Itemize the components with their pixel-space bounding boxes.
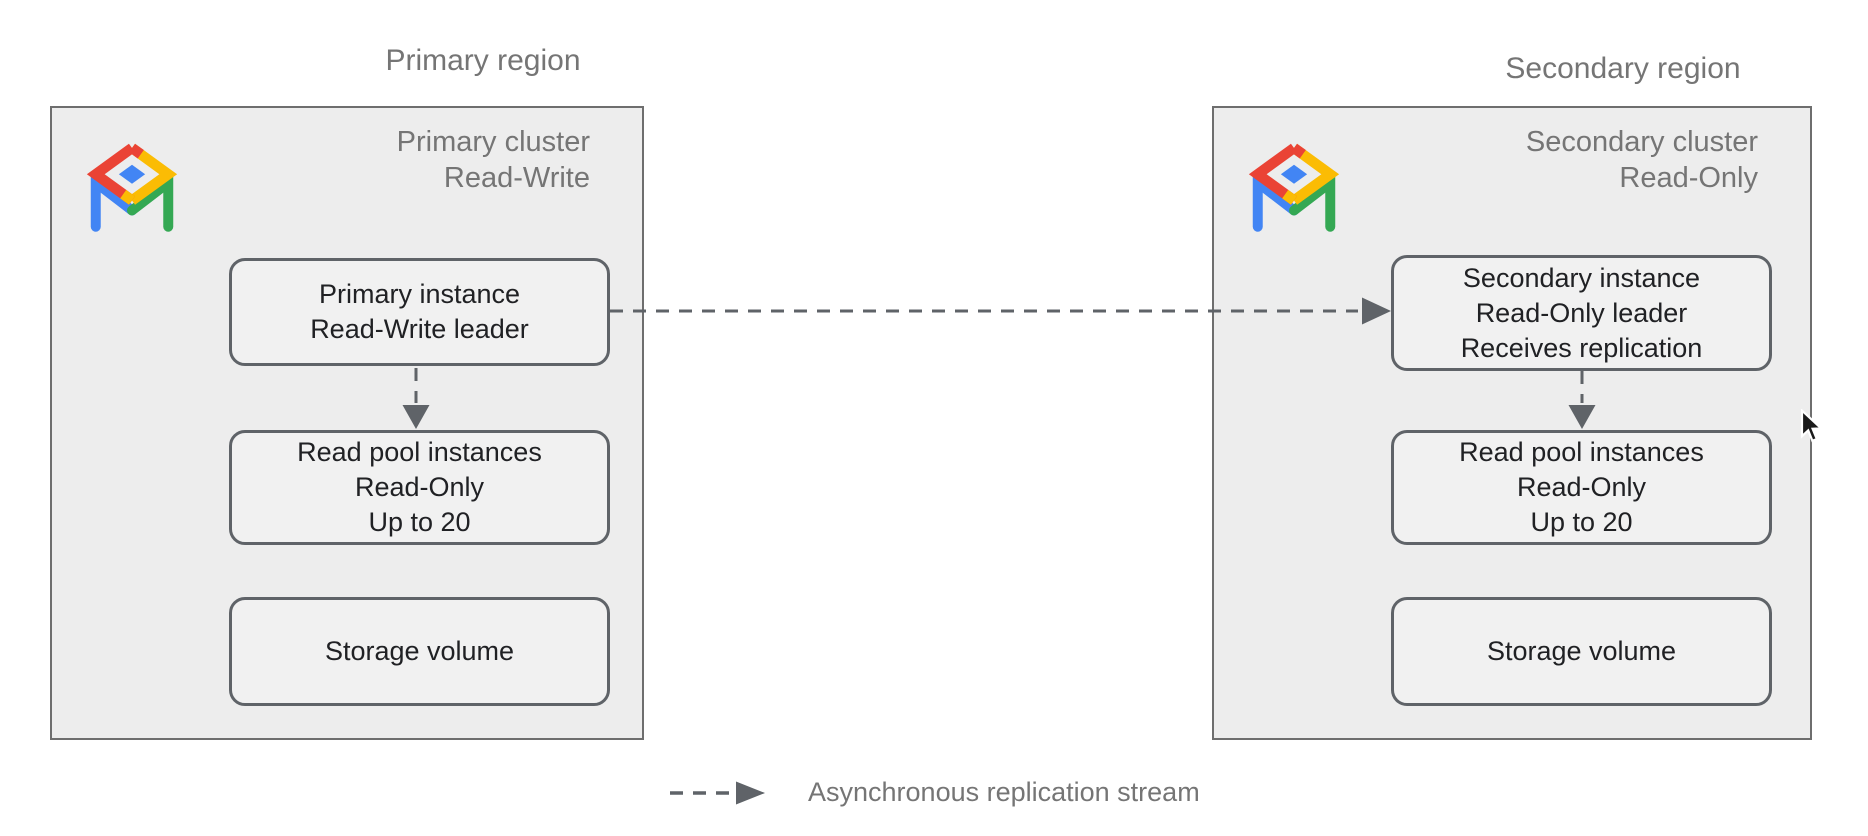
secondary-instance-line1: Secondary instance <box>1462 262 1701 293</box>
primary-read-pool-node: Read pool instances Read-Only Up to 20 <box>229 430 610 545</box>
primary-region-label: Primary region <box>385 44 581 77</box>
secondary-instance-line2: Read-Only leader <box>1475 297 1688 328</box>
secondary-storage-line1: Storage volume <box>1486 636 1677 666</box>
primary-read-pool-line3: Up to 20 <box>368 507 471 537</box>
secondary-instance-line3: Receives replication <box>1460 332 1703 363</box>
primary-instance-line2: Read-Write leader <box>310 314 529 344</box>
mouse-cursor-icon <box>1800 409 1824 443</box>
secondary-cluster-box: Secondary cluster Read-Only Secondary in… <box>1212 106 1812 740</box>
secondary-region-label: Secondary region <box>1505 52 1741 85</box>
secondary-read-pool-line3: Up to 20 <box>1530 507 1633 537</box>
primary-read-pool-line2: Read-Only <box>354 472 485 502</box>
primary-instance-node: Primary instance Read-Write leader <box>229 258 610 366</box>
primary-cluster-title-line2: Read-Write <box>443 162 590 194</box>
primary-read-pool-line1: Read pool instances <box>297 437 542 467</box>
secondary-cluster-title-line2: Read-Only <box>1619 162 1758 194</box>
secondary-read-pool-node: Read pool instances Read-Only Up to 20 <box>1391 430 1772 545</box>
alloydb-icon <box>86 143 178 232</box>
primary-instance-line1: Primary instance <box>318 279 521 309</box>
legend-label: Asynchronous replication stream <box>808 777 1200 807</box>
secondary-read-pool-line2: Read-Only <box>1516 472 1647 502</box>
dashed-arrow-legend-icon <box>670 781 765 804</box>
secondary-cluster-title: Secondary cluster Read-Only <box>1526 124 1758 196</box>
secondary-cluster-title-line1: Secondary cluster <box>1525 126 1758 158</box>
primary-cluster-box: Primary cluster Read-Write Primary insta… <box>50 106 644 740</box>
primary-cluster-title-line1: Primary cluster <box>396 126 590 158</box>
secondary-storage-node: Storage volume <box>1391 597 1772 706</box>
secondary-instance-node: Secondary instance Read-Only leader Rece… <box>1391 255 1772 371</box>
primary-storage-line1: Storage volume <box>324 636 515 666</box>
primary-cluster-title: Primary cluster Read-Write <box>397 124 590 196</box>
secondary-read-pool-line1: Read pool instances <box>1459 437 1704 467</box>
primary-storage-node: Storage volume <box>229 597 610 706</box>
legend: Asynchronous replication stream <box>668 777 1200 808</box>
alloydb-icon <box>1248 143 1340 232</box>
